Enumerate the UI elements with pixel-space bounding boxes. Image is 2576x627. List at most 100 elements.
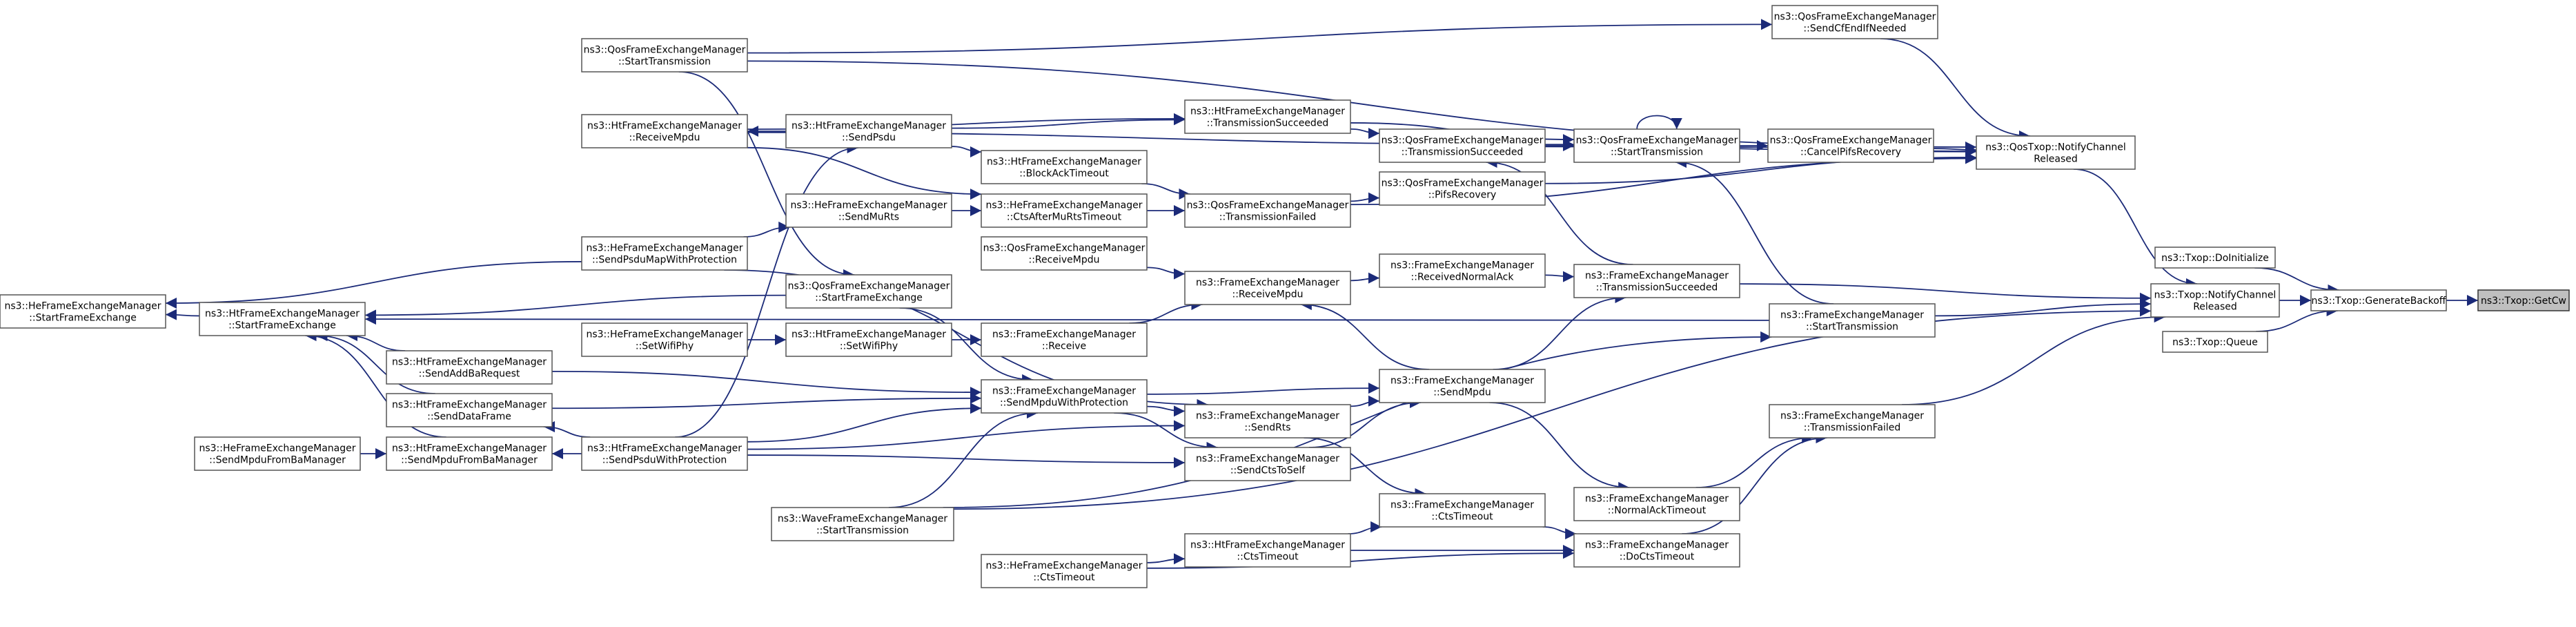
edge-fem-starttx-to-txop-ncr xyxy=(1934,298,2152,317)
node-label-line: ns3::FrameExchangeManager xyxy=(1196,411,1339,422)
node-ht-sendpsdu[interactable]: ns3::HtFrameExchangeManager::SendPsdu xyxy=(785,114,952,148)
node-box xyxy=(1573,487,1740,521)
node-fem-ctstimeout[interactable]: ns3::FrameExchangeManager::CtsTimeout xyxy=(1379,493,1546,528)
node-fem-starttx[interactable]: ns3::FrameExchangeManager::StartTransmis… xyxy=(1769,303,1936,338)
node-label-line: ::NormalAckTimeout xyxy=(1608,505,1707,517)
node-qos-starttx2[interactable]: ns3::QosFrameExchangeManager::StartTrans… xyxy=(1573,128,1740,163)
node-box xyxy=(1379,493,1546,528)
node-label-line: ns3::QosFrameExchangeManager xyxy=(983,243,1146,254)
node-fem-docts[interactable]: ns3::FrameExchangeManager::DoCtsTimeout xyxy=(1573,533,1740,568)
node-label-line: ns3::QosFrameExchangeManager xyxy=(584,45,746,56)
node-label-line: ::SendDataFrame xyxy=(427,412,511,423)
node-he-ctsaftermurts[interactable]: ns3::HeFrameExchangeManager::CtsAfterMuR… xyxy=(981,193,1148,228)
node-fem-receivempdu[interactable]: ns3::FrameExchangeManager::ReceiveMpdu xyxy=(1184,271,1351,305)
node-label-line: ns3::HeFrameExchangeManager xyxy=(985,561,1142,572)
node-fem-normalacktimeout[interactable]: ns3::FrameExchangeManager::NormalAckTime… xyxy=(1573,487,1740,521)
node-he-startfe[interactable]: ns3::HeFrameExchangeManager::StartFrameE… xyxy=(0,294,166,329)
node-fem-txsucc[interactable]: ns3::FrameExchangeManager::TransmissionS… xyxy=(1573,264,1740,298)
node-pifs[interactable]: ns3::QosFrameExchangeManager::PifsRecove… xyxy=(1379,171,1546,206)
node-blockack[interactable]: ns3::HtFrameExchangeManager::BlockAckTim… xyxy=(981,150,1148,184)
node-txop-genbackoff[interactable]: ns3::Txop::GenerateBackoff xyxy=(2310,289,2447,311)
node-fem-sendmpdu[interactable]: ns3::FrameExchangeManager::SendMpdu xyxy=(1379,369,1546,403)
edge-fem-docts-to-fem-txfailed xyxy=(1682,432,1827,534)
node-he-sendmurts[interactable]: ns3::HeFrameExchangeManager::SendMuRts xyxy=(785,193,952,228)
node-label-line: ns3::HeFrameExchangeManager xyxy=(586,243,743,254)
node-label-line: ::StartTransmission xyxy=(1806,322,1898,333)
node-box xyxy=(785,274,952,309)
node-box xyxy=(981,236,1148,271)
node-label-line: ::TransmissionSucceeded xyxy=(1402,147,1524,158)
node-label-line: ns3::QosFrameExchangeManager xyxy=(1774,12,1936,23)
node-he-sendmpdufromba[interactable]: ns3::HeFrameExchangeManager::SendMpduFro… xyxy=(194,436,361,471)
node-wave-starttx[interactable]: ns3::WaveFrameExchangeManager::StartTran… xyxy=(771,507,954,541)
node-label-line: ::StartFrameExchange xyxy=(228,320,336,331)
node-label-line: ::CtsTimeout xyxy=(1033,572,1095,583)
node-box xyxy=(785,193,952,228)
node-qos-txfailed[interactable]: ns3::QosFrameExchangeManager::Transmissi… xyxy=(1184,193,1351,228)
node-label-line: ns3::HtFrameExchangeManager xyxy=(392,357,547,368)
edge-fem-sendrts-to-fem-ctstimeout xyxy=(1304,437,1426,500)
edge-ht-sendpsduwp-to-fem-sendrts xyxy=(747,420,1186,450)
node-ht-startfe[interactable]: ns3::HtFrameExchangeManager::StartFrameE… xyxy=(199,302,366,336)
node-he-ctstimeout[interactable]: ns3::HeFrameExchangeManager::CtsTimeout xyxy=(981,554,1148,588)
node-box xyxy=(1767,128,1934,163)
node-ht-setwifiphy[interactable]: ns3::HtFrameExchangeManager::SetWifiPhy xyxy=(785,322,952,357)
edge-ht-txsucc-to-qos-txsucc xyxy=(1350,128,1380,139)
node-box xyxy=(1379,253,1546,288)
node-qos-receivempdu[interactable]: ns3::QosFrameExchangeManager::ReceiveMpd… xyxy=(981,236,1148,271)
node-ht-sendaddba[interactable]: ns3::HtFrameExchangeManager::SendAddBaRe… xyxy=(386,350,553,385)
node-fem-sendctstoself[interactable]: ns3::FrameExchangeManager::SendCtsToSelf xyxy=(1184,447,1351,481)
node-he-setwifiphy[interactable]: ns3::HeFrameExchangeManager::SetWifiPhy xyxy=(581,322,748,357)
node-txop-queue[interactable]: ns3::Txop::Queue xyxy=(2162,331,2268,353)
node-fem-sendmpduwp[interactable]: ns3::FrameExchangeManager::SendMpduWithP… xyxy=(981,379,1148,414)
edge-fem-sendmpduwp-to-fem-sendrts xyxy=(1146,405,1186,417)
edge-txop-doinit-to-txop-genbackoff xyxy=(2254,267,2339,296)
node-cancelpifs[interactable]: ns3::QosFrameExchangeManager::CancelPifs… xyxy=(1767,128,1934,163)
node-ht-senddataframe[interactable]: ns3::HtFrameExchangeManager::SendDataFra… xyxy=(386,393,553,427)
node-txop-getcw[interactable]: ns3::Txop::GetCw xyxy=(2477,289,2570,311)
node-ht-ctstimeout[interactable]: ns3::HtFrameExchangeManager::CtsTimeout xyxy=(1184,533,1351,568)
node-label-line: ns3::QosFrameExchangeManager xyxy=(1187,200,1349,211)
node-fem-receive[interactable]: ns3::FrameExchangeManager::Receive xyxy=(981,322,1148,357)
node-label-line: ::StartTransmission xyxy=(816,525,909,537)
edge-ht-sendpsdu-to-ht-txsucc xyxy=(951,114,1186,129)
node-qos-txsucc[interactable]: ns3::QosFrameExchangeManager::Transmissi… xyxy=(1379,128,1546,163)
edge-blockack-to-qos-txfailed xyxy=(1141,183,1190,200)
node-fem-receivednormalack[interactable]: ns3::FrameExchangeManager::ReceivedNorma… xyxy=(1379,253,1546,288)
node-box xyxy=(386,350,553,385)
node-label-line: ns3::Txop::GetCw xyxy=(2481,296,2566,307)
node-box xyxy=(981,379,1148,414)
node-fem-sendrts[interactable]: ns3::FrameExchangeManager::SendRts xyxy=(1184,404,1351,438)
node-box xyxy=(1184,193,1351,228)
node-ht-txsucc[interactable]: ns3::HtFrameExchangeManager::Transmissio… xyxy=(1184,99,1351,134)
node-he-sendpsdumap[interactable]: ns3::HeFrameExchangeManager::SendPsduMap… xyxy=(581,236,748,271)
node-qos-startfe[interactable]: ns3::QosFrameExchangeManager::StartFrame… xyxy=(785,274,952,309)
node-qos-starttx[interactable]: ns3::QosFrameExchangeManager::StartTrans… xyxy=(581,38,748,73)
node-label-line: ns3::FrameExchangeManager xyxy=(1780,310,1924,321)
node-box xyxy=(2477,289,2570,311)
node-ht-sendmpdufromba[interactable]: ns3::HtFrameExchangeManager::SendMpduFro… xyxy=(386,436,553,471)
edge-layer xyxy=(165,19,2478,569)
node-ht-sendpsduwp[interactable]: ns3::HtFrameExchangeManager::SendPsduWit… xyxy=(581,436,748,471)
node-txop-doinit[interactable]: ns3::Txop::DoInitialize xyxy=(2154,247,2276,269)
edge-ht-sendpsdu-to-blockack xyxy=(951,146,982,158)
node-sendcfend[interactable]: ns3::QosFrameExchangeManager::SendCfEndI… xyxy=(1771,5,1938,39)
edge-qos-receivempdu-to-fem-receivempdu xyxy=(1146,267,1186,280)
node-label-line: ns3::Txop::NotifyChannel xyxy=(2154,290,2277,301)
node-label-line: ::DoCtsTimeout xyxy=(1620,552,1695,563)
node-fem-txfailed[interactable]: ns3::FrameExchangeManager::TransmissionF… xyxy=(1769,404,1936,438)
node-box xyxy=(771,507,954,541)
node-label-line: ::StartFrameExchange xyxy=(815,293,923,304)
node-ht-receivempdu[interactable]: ns3::HtFrameExchangeManager::ReceiveMpdu xyxy=(581,114,748,148)
edge-qos-starttx-to-qos-startfe xyxy=(678,71,855,281)
node-label-line: Released xyxy=(2034,154,2078,165)
node-box xyxy=(2150,283,2280,318)
node-label-line: ns3::HeFrameExchangeManager xyxy=(199,443,355,454)
edge-fem-txsucc-to-txop-ncr xyxy=(1739,283,2152,304)
edge-fem-receivednormalack-to-fem-txsucc xyxy=(1544,271,1575,282)
node-box xyxy=(1976,135,2136,170)
node-box xyxy=(1771,5,1938,39)
edge-he-ctstimeout-to-ht-ctstimeout xyxy=(1146,553,1186,565)
